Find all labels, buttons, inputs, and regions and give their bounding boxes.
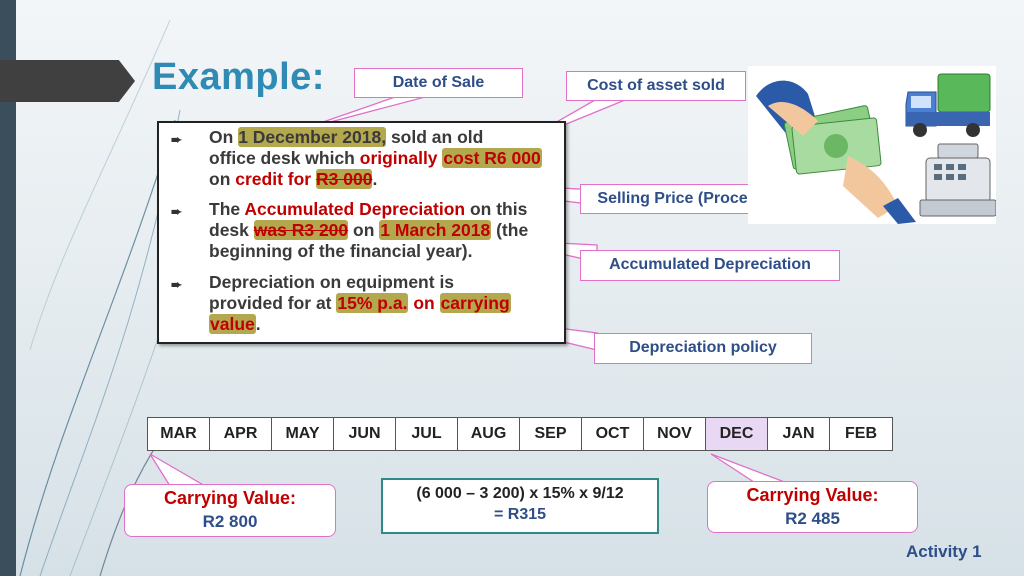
carrying-value-start-box: Carrying Value: R2 800 — [124, 484, 336, 537]
callout-date-of-sale: Date of Sale — [354, 68, 523, 98]
text: . — [255, 314, 261, 334]
depreciation-calculation-box: (6 000 – 3 200) x 15% x 9/12 = R315 — [381, 478, 659, 534]
month-cell-nov: NOV — [644, 418, 706, 450]
text-originally: originally — [359, 148, 438, 168]
delivery-truck-icon — [905, 73, 991, 137]
arrow-bullet-icon: ➨ — [171, 132, 182, 147]
callout-depreciation-policy: Depreciation policy — [594, 333, 812, 364]
slide-title: Example: — [152, 56, 325, 98]
text: on — [209, 169, 231, 189]
text-on: on — [413, 293, 435, 313]
bullet-depreciation-policy: ➨ Depreciation on equipment is provided … — [171, 272, 566, 338]
text: Depreciation on equipment is — [209, 272, 455, 292]
text: . — [372, 169, 378, 189]
callout-accumulated-depreciation: Accumulated Depreciation — [580, 250, 840, 281]
text-accumulated-depreciation: Accumulated Depreciation — [244, 199, 466, 219]
value-text: value — [209, 314, 256, 334]
month-cell-jan: JAN — [768, 418, 830, 450]
carrying-value-amount: R2 485 — [785, 509, 840, 528]
original-cost: cost R6 000 — [442, 148, 542, 168]
text: on this — [469, 199, 528, 219]
month-cell-sep: SEP — [520, 418, 582, 450]
left-accent-bar — [0, 0, 16, 576]
carrying-value-amount: R2 800 — [202, 512, 258, 531]
text: On — [209, 127, 234, 147]
bullet-accumulated-depreciation: ➨ The Accumulated Depreciation on this d… — [171, 199, 566, 265]
text: desk — [209, 220, 249, 240]
calculation-formula: (6 000 – 3 200) x 15% x 9/12 — [416, 485, 624, 502]
month-cell-aug: AUG — [458, 418, 520, 450]
text: office desk which — [209, 148, 355, 168]
selling-price-value: R3 000 — [316, 169, 373, 189]
sale-date: 1 December 2018, — [238, 127, 387, 147]
bullet-sale: ➨ On 1 December 2018, sold an old office… — [171, 127, 566, 193]
callout-cost-of-asset-sold: Cost of asset sold — [566, 71, 746, 101]
arrow-bullet-icon: ➨ — [171, 204, 182, 219]
accumulated-depreciation-value: was R3 200 — [253, 220, 349, 240]
month-cell-oct: OCT — [582, 418, 644, 450]
text: sold an old — [390, 127, 484, 147]
money-hand-icon — [756, 80, 916, 224]
month-cell-dec: DEC — [706, 418, 768, 450]
activity-label: Activity 1 — [906, 542, 982, 561]
month-cell-may: MAY — [272, 418, 334, 450]
carrying-value-label: Carrying Value: — [746, 485, 879, 505]
text: provided for at — [209, 293, 332, 313]
month-cell-jul: JUL — [396, 418, 458, 450]
sale-illustration — [748, 66, 997, 224]
month-cell-mar: MAR — [148, 418, 210, 450]
carrying-value-label: Carrying Value: — [163, 488, 297, 508]
text: (the — [496, 220, 529, 240]
carrying-value-end-box: Carrying Value: R2 485 — [707, 481, 918, 533]
example-text-box: ➨ On 1 December 2018, sold an old office… — [157, 121, 566, 344]
text: on — [353, 220, 375, 240]
depreciation-rate: 15% p.a. — [336, 293, 409, 313]
month-cell-feb: FEB — [845, 425, 877, 442]
calculation-result: = R315 — [493, 506, 547, 523]
carrying-text: carrying — [439, 293, 511, 313]
text-credit-for: credit for — [235, 169, 312, 189]
month-cell-apr: APR — [210, 418, 272, 450]
month-cell-jun: JUN — [334, 418, 396, 450]
text: The — [209, 199, 241, 219]
title-arrow-shape — [0, 60, 135, 102]
cash-register-icon — [919, 143, 997, 217]
text: beginning of the financial year). — [209, 241, 473, 261]
ad-date: 1 March 2018 — [379, 220, 492, 240]
arrow-bullet-icon: ➨ — [171, 277, 182, 292]
